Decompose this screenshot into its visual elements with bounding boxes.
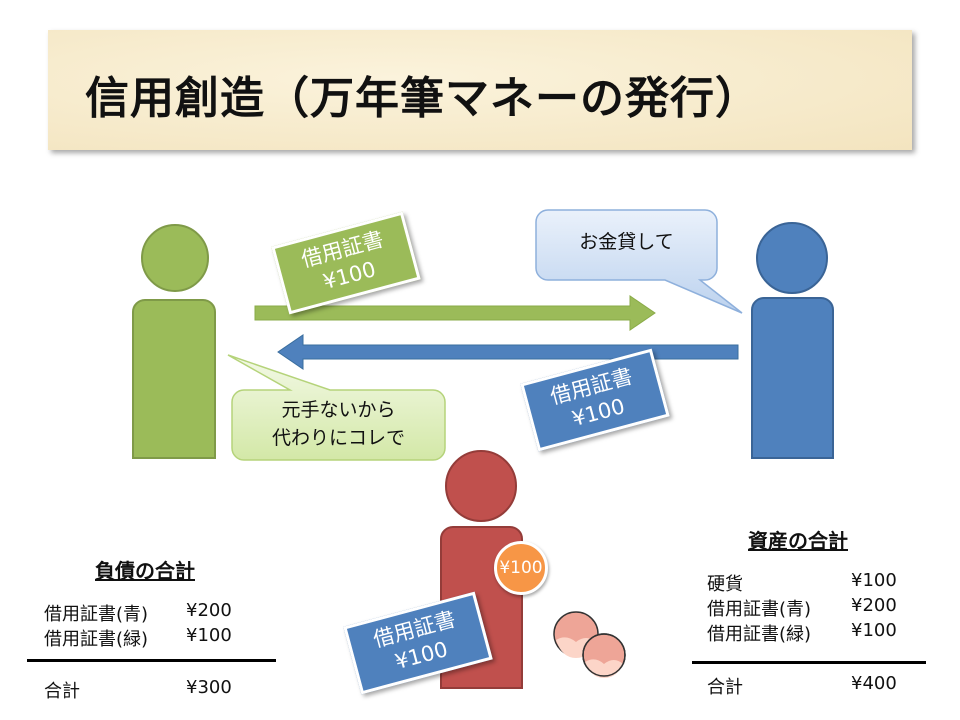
assets-row-label: 硬貨: [707, 574, 743, 595]
assets-divider: [692, 661, 926, 664]
assets-row-label: 借用証書(緑): [707, 624, 812, 645]
assets-heading: 資産の合計: [748, 529, 848, 553]
blue-person-icon: [751, 222, 834, 459]
bubble-blue-text: お金貸して: [579, 231, 674, 253]
liabilities-total-value: ¥300: [186, 677, 232, 698]
coin-badge: ¥100: [494, 541, 548, 595]
speech-bubble-green-icon: [227, 354, 446, 461]
peach-icon: [553, 611, 626, 678]
bubble-green-text: 元手ないから 代わりにコレで: [232, 396, 445, 452]
assets-row-value: ¥100: [851, 620, 897, 641]
assets-row-value: ¥100: [851, 570, 897, 591]
liabilities-heading: 負債の合計: [95, 559, 195, 583]
green-person-icon: [132, 224, 216, 459]
assets-total-value: ¥400: [851, 673, 897, 694]
speech-bubble-blue-icon: [535, 209, 743, 314]
assets-row-label: 借用証書(青): [707, 599, 812, 620]
bubble-green-line1: 元手ないから: [281, 399, 396, 421]
liabilities-divider: [27, 659, 276, 662]
green-arrow-right-icon: [254, 295, 656, 331]
blue-arrow-left-icon: [277, 334, 739, 370]
liabilities-total-label: 合計: [44, 681, 80, 702]
bubble-green-line2: 代わりにコレで: [271, 427, 405, 449]
liabilities-row-label: 借用証書(緑): [44, 629, 149, 650]
assets-total-label: 合計: [707, 677, 743, 698]
page-title: 信用創造（万年筆マネーの発行）: [85, 73, 760, 124]
liabilities-row-label: 借用証書(青): [44, 604, 149, 625]
liabilities-row-value: ¥200: [186, 600, 232, 621]
title-banner: [48, 30, 912, 150]
assets-row-value: ¥200: [851, 595, 897, 616]
liabilities-row-value: ¥100: [186, 625, 232, 646]
